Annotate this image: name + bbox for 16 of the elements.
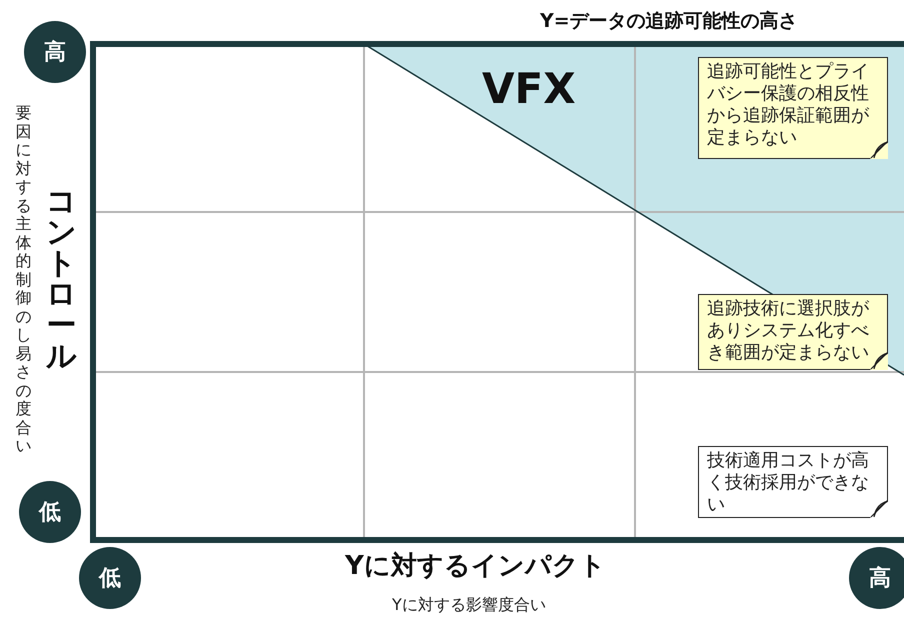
note-text: 追跡技術に選択肢がありシステム化すべき範囲が定まらない [707,298,870,364]
axis-subtitle: Yに対する影響度合い [392,595,546,616]
axis-title: コントロール [46,186,77,372]
level-badge: 高 [849,547,904,609]
axis-subtitle: 要因に対する主体的制御のし易さの度合い [15,104,32,456]
sticky-note [698,57,888,159]
level-badge: 低 [79,547,141,609]
sticky-note [698,446,888,518]
note-text: 追跡可能性とプライバシー保護の相反性から追跡保証範囲が定まらない [707,61,870,149]
note-text: 技術適用コストが高く技術採用ができない [707,450,870,516]
sticky-note [698,294,888,370]
region-label: VFX [482,64,576,113]
level-badge: 高 [24,21,86,83]
level-badge: 低 [19,481,81,543]
chart-title: Y=データの追跡可能性の高さ [540,9,798,34]
axis-title: Yに対するインパクト [345,550,606,583]
